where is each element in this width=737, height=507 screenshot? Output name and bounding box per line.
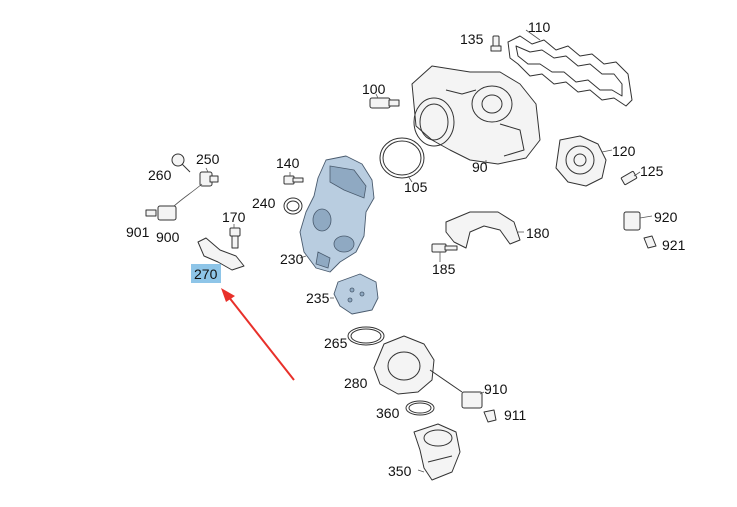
label-105: 105: [404, 179, 428, 195]
label-120: 120: [612, 143, 636, 159]
part-105-seal-ring[interactable]: [379, 137, 425, 183]
label-350: 350: [388, 463, 412, 479]
label-230: 230: [280, 251, 304, 267]
label-911: 911: [504, 407, 527, 423]
part-350-fitting[interactable]: [413, 423, 461, 481]
part-235-heat-shield[interactable]: [330, 273, 379, 315]
label-260: 260: [148, 167, 172, 183]
part-185-bolt[interactable]: [431, 243, 458, 262]
label-265: 265: [324, 335, 348, 351]
part-910-connector[interactable]: [461, 391, 485, 409]
label-125: 125: [640, 163, 664, 179]
part-240-o-ring[interactable]: [283, 197, 303, 215]
label-270-highlight: [191, 264, 221, 283]
label-921: 921: [662, 237, 686, 253]
label-135: 135: [460, 31, 484, 47]
label-110: 110: [528, 19, 551, 35]
label-90: 90: [472, 159, 488, 175]
part-360-o-ring[interactable]: [405, 400, 435, 416]
part-921-clip[interactable]: [643, 235, 657, 249]
label-100: 100: [362, 81, 386, 97]
label-901: 901: [126, 224, 150, 240]
part-260-screw[interactable]: [171, 153, 191, 173]
label-185: 185: [432, 261, 456, 277]
label-360: 360: [376, 405, 400, 421]
label-900: 900: [156, 229, 180, 245]
part-170-bolt[interactable]: [229, 224, 241, 249]
part-920-connector[interactable]: [623, 211, 653, 231]
label-240: 240: [252, 195, 276, 211]
part-265-clamp-ring[interactable]: [347, 326, 385, 346]
label-170: 170: [222, 209, 246, 225]
red-pointer-arrow: [221, 288, 295, 381]
part-911-clip[interactable]: [483, 409, 497, 423]
part-140-bolt[interactable]: [283, 172, 304, 185]
part-90-housing[interactable]: [411, 65, 541, 166]
label-250: 250: [196, 151, 220, 167]
part-100-sensor[interactable]: [369, 93, 400, 109]
label-180: 180: [526, 225, 550, 241]
label-920: 920: [654, 209, 678, 225]
label-910: 910: [484, 381, 508, 397]
label-280: 280: [344, 375, 368, 391]
part-230-manifold[interactable]: [299, 155, 375, 273]
part-125-bolt[interactable]: [620, 170, 641, 186]
part-110-gasket[interactable]: [507, 29, 633, 107]
label-235: 235: [306, 290, 330, 306]
part-120-pump[interactable]: [555, 135, 613, 187]
part-280-housing[interactable]: [373, 335, 463, 395]
label-140: 140: [276, 155, 300, 171]
part-135-plug[interactable]: [490, 35, 502, 52]
part-900-sensor-harness[interactable]: [145, 183, 203, 221]
part-250-connector[interactable]: [199, 167, 219, 187]
label-270: 270: [194, 266, 218, 282]
part-180-bracket[interactable]: [445, 211, 524, 249]
part-270-bracket[interactable]: [197, 237, 245, 271]
